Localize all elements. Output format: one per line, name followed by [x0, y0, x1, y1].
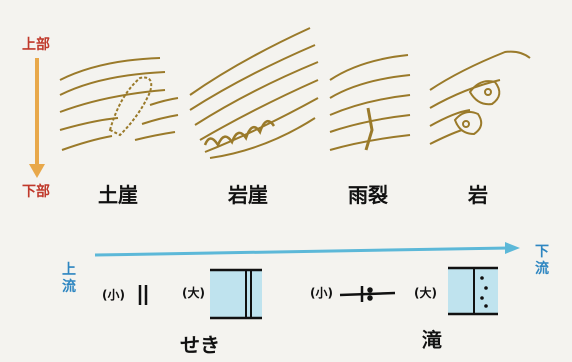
rock-cliff-contour-icon	[189, 27, 319, 159]
terrain-label-earth-cliff: 土崖	[98, 183, 138, 207]
waterfall-group-label: 滝	[422, 328, 442, 352]
flow-arrow-head	[505, 242, 520, 254]
large-waterfall-icon	[448, 266, 498, 316]
top-label: 上部	[22, 37, 50, 53]
small-waterfall-icon	[339, 286, 396, 302]
earth-cliff-contour-icon	[59, 57, 179, 151]
terrain-label-rock: 岩	[468, 183, 488, 207]
terrain-label-rock-cliff: 岩崖	[228, 183, 268, 207]
terrain-label-gully: 雨裂	[348, 183, 388, 207]
large-weir-icon	[210, 268, 262, 320]
flow-direction-arrow	[94, 246, 511, 257]
bottom-label: 下部	[22, 184, 50, 200]
vertical-arrow-head	[29, 164, 45, 178]
small-weir-icon	[138, 285, 148, 305]
rock-contour-icon	[429, 50, 531, 145]
upstream-label: 上 流	[62, 262, 76, 295]
gully-contour-icon	[329, 54, 411, 151]
waterfall-small-label: (小)	[310, 286, 333, 300]
weir-group-label: せき	[180, 333, 220, 357]
downstream-label: 下 流	[535, 244, 549, 277]
weir-large-label: (大)	[182, 286, 205, 300]
waterfall-large-label: (大)	[414, 286, 437, 300]
weir-small-label: (小)	[102, 288, 125, 302]
